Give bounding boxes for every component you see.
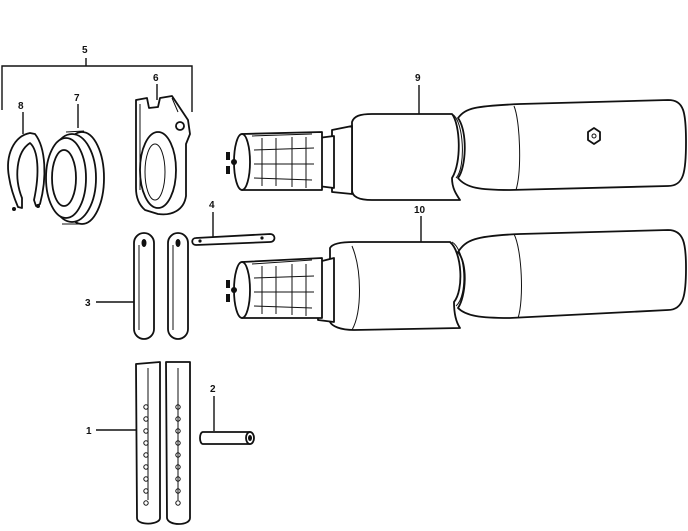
yoke-6: 6 <box>135 73 191 216</box>
callout-2-label: 2 <box>210 384 216 395</box>
callout-8-label: 8 <box>18 101 24 112</box>
link-strap-3: 3 <box>85 232 189 340</box>
lift-link-1: 1 <box>86 361 191 525</box>
grease-fitting <box>587 127 601 145</box>
callout-7-label: 7 <box>74 93 80 104</box>
group-bracket-5: 5 <box>1 45 193 112</box>
callout-1-label: 1 <box>86 426 92 437</box>
seal-7: 7 <box>45 93 105 225</box>
pin-2: 2 <box>199 384 255 445</box>
strap-holes <box>143 404 181 506</box>
callout-9-label: 9 <box>415 73 421 84</box>
callout-10-label: 10 <box>414 205 426 216</box>
retaining-ring-8: 8 <box>7 101 46 211</box>
pin-4: 4 <box>191 200 276 246</box>
callout-4-label: 4 <box>209 200 215 211</box>
splined-shaft-10: 10 <box>226 205 687 331</box>
callout-5-label: 5 <box>82 45 88 56</box>
callout-3-label: 3 <box>85 298 91 309</box>
callout-6-label: 6 <box>153 73 159 84</box>
splined-shaft-9: 9 <box>226 73 687 201</box>
